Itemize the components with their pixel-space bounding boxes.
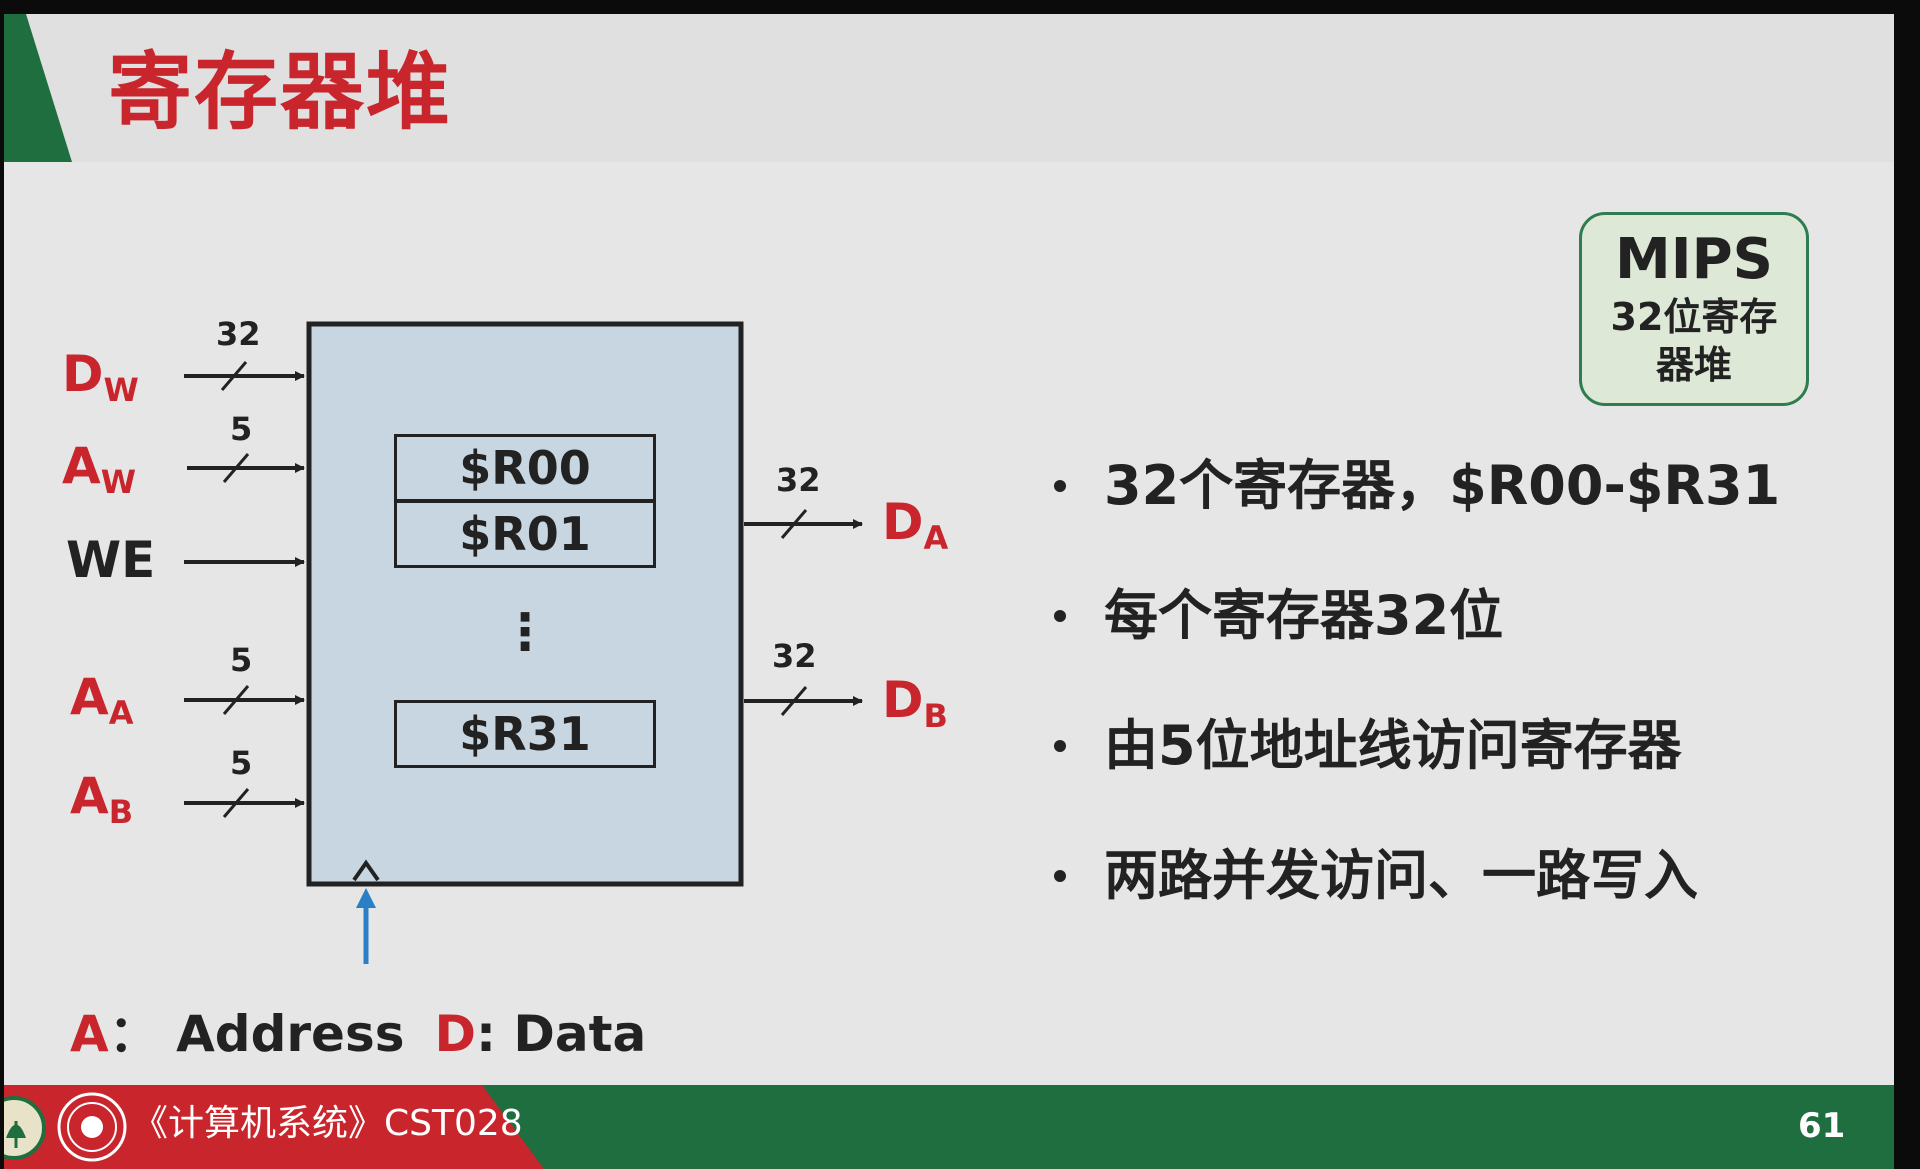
- mips-badge-subtitle: 32位寄存器堆: [1610, 295, 1778, 387]
- width-aw: 5: [230, 410, 253, 448]
- title-accent-wedge: [4, 14, 72, 162]
- aw-bus-slash: [222, 453, 250, 483]
- university-logo-icon: [4, 1096, 46, 1160]
- footer-red-wedge: [4, 1085, 544, 1169]
- register-file-block: [306, 321, 744, 887]
- width-dw: 32: [216, 315, 261, 353]
- label-db: DB: [882, 671, 948, 735]
- legend-d-key: D: [434, 1005, 476, 1063]
- bullet-item: 32个寄存器，$R00-$R31: [1046, 454, 1780, 584]
- width-db: 32: [772, 637, 817, 675]
- register-r01: $R01: [394, 500, 656, 568]
- db-bus-slash: [780, 686, 808, 716]
- legend: A： Address D: Data: [70, 1004, 646, 1064]
- slide-title: 寄存器堆: [108, 43, 453, 141]
- register-ellipsis: ⋮: [500, 603, 550, 661]
- school-emblem-icon: [57, 1092, 127, 1162]
- register-file-diagram: [184, 321, 863, 964]
- register-r00: $R00: [394, 434, 656, 502]
- width-da: 32: [776, 461, 821, 499]
- slide: 寄存器堆 DW 32: [4, 14, 1894, 1169]
- dw-bus-slash: [220, 361, 248, 391]
- title-band: [4, 14, 1894, 162]
- course-label: 《计算机系统》CST028: [132, 1103, 523, 1144]
- bullet-item: 由5位地址线访问寄存器: [1046, 714, 1780, 844]
- register-r31: $R31: [394, 700, 656, 768]
- width-ab: 5: [230, 744, 253, 782]
- aa-bus-slash: [222, 685, 250, 715]
- legend-a-key: A: [70, 1005, 109, 1063]
- clock-arrow-head: [356, 888, 376, 908]
- bullet-item: 两路并发访问、一路写入: [1046, 844, 1780, 974]
- mips-badge-title: MIPS: [1615, 227, 1773, 292]
- legend-a-text: ： Address: [108, 1005, 405, 1063]
- label-we: WE: [66, 531, 156, 589]
- mips-badge: MIPS 32位寄存器堆: [1579, 212, 1809, 406]
- label-da: DA: [882, 493, 949, 557]
- bullet-item: 每个寄存器32位: [1046, 584, 1780, 714]
- label-dw: DW: [62, 345, 139, 409]
- bullet-list: 32个寄存器，$R00-$R31 每个寄存器32位 由5位地址线访问寄存器 两路…: [1046, 454, 1780, 974]
- label-aa: AA: [70, 668, 134, 732]
- legend-d-text: : Data: [476, 1005, 647, 1063]
- da-bus-slash: [780, 509, 808, 539]
- label-ab: AB: [70, 767, 134, 831]
- clock-edge-symbol: [352, 859, 380, 882]
- ab-bus-slash: [222, 788, 250, 818]
- width-aa: 5: [230, 641, 253, 679]
- page-number: 61: [1798, 1106, 1846, 1146]
- label-aw: AW: [62, 437, 136, 501]
